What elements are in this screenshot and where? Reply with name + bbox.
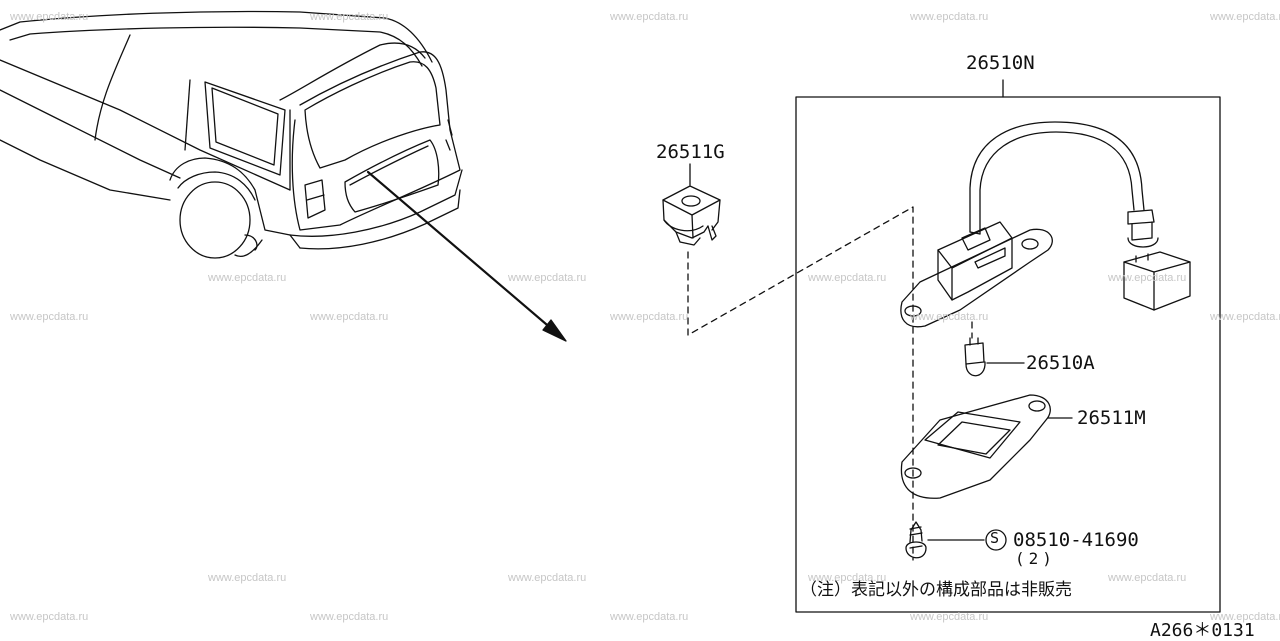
mounting-dash-line [688,207,913,560]
watermark: www.epcdata.ru [10,611,89,623]
footnote: （注）表記以外の構成部品は非販売 [800,580,1072,600]
screw-symbol-circle [986,530,1006,550]
watermark: www.epcdata.ru [808,572,887,584]
label-clip-26511G: 26511G [656,141,725,163]
lens-drawing [901,395,1072,498]
label-lens-26511M: 26511M [1077,407,1146,429]
watermark: www.epcdata.ru [310,611,389,623]
watermark: www.epcdata.ru [310,11,389,23]
watermark: www.epcdata.ru [910,11,989,23]
screw-drawing [906,522,1006,558]
watermark: www.epcdata.ru [1210,11,1280,23]
watermark: www.epcdata.ru [1108,572,1187,584]
watermark: www.epcdata.ru [1210,311,1280,323]
watermark: www.epcdata.ru [208,272,287,284]
watermark: www.epcdata.ru [610,311,689,323]
watermark: www.epcdata.ru [910,611,989,623]
watermark: www.epcdata.ru [10,11,89,23]
watermark: www.epcdata.ru [310,311,389,323]
label-bulb-26510A: 26510A [1026,352,1095,374]
screw-symbol: S [990,529,1000,547]
diagram-code: A266＊0131 [1150,620,1255,641]
watermark: www.epcdata.ru [10,311,89,323]
label-screw-quantity: (2) [1015,549,1056,568]
watermark: www.epcdata.ru [610,11,689,23]
watermark: www.epcdata.ru [1210,611,1280,623]
bulb-drawing [965,322,1024,376]
watermark: www.epcdata.ru [910,311,989,323]
watermark: www.epcdata.ru [808,272,887,284]
label-screw-08510-41690: 08510-41690 [1013,529,1139,551]
watermark: www.epcdata.ru [610,611,689,623]
lamp-body-drawing [901,122,1190,327]
assembly-frame [796,97,1220,612]
car-rear-illustration [0,11,462,258]
watermark: www.epcdata.ru [1108,272,1187,284]
watermark: www.epcdata.ru [208,572,287,584]
watermark: www.epcdata.ru [508,272,587,284]
clip-part-drawing [663,164,720,245]
label-assembly-26510N: 26510N [966,52,1035,74]
watermark: www.epcdata.ru [508,572,587,584]
location-arrow [368,172,566,341]
